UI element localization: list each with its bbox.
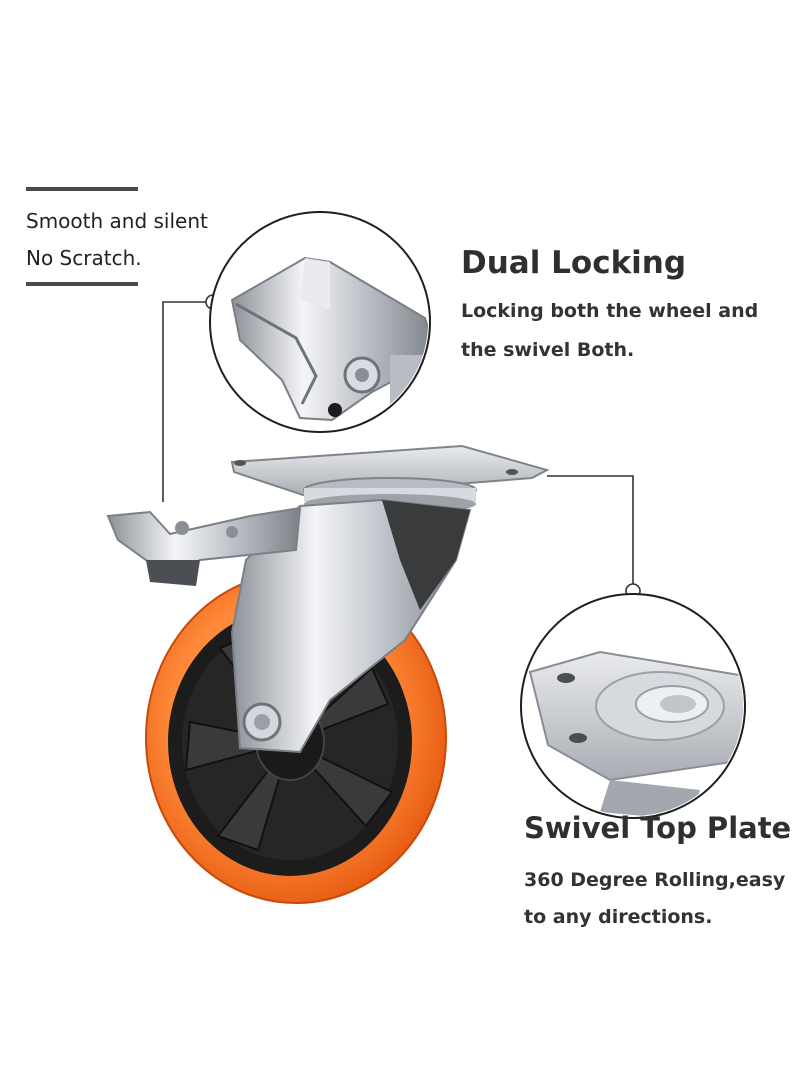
callout-line-no-scratch: No Scratch. — [26, 246, 142, 270]
feature-title-swivel-top-plate: Swivel Top Plate — [524, 811, 792, 845]
swivel-plate-inset — [520, 593, 746, 819]
lock-closeup-inset — [209, 211, 431, 433]
feature-desc-locking-line2: the swivel Both. — [461, 339, 635, 361]
callout-bottom-rule — [26, 282, 138, 286]
callout-line-smooth: Smooth and silent — [26, 209, 208, 233]
callout-top-rule — [26, 187, 138, 191]
feature-desc-locking-line1: Locking both the wheel and — [461, 300, 759, 322]
connector-lines — [162, 301, 634, 591]
feature-title-dual-locking: Dual Locking — [461, 245, 687, 281]
feature-desc-swivel-line1: 360 Degree Rolling,easy — [524, 869, 786, 891]
feature-desc-swivel-line2: to any directions. — [524, 906, 713, 928]
main-caster — [106, 444, 550, 904]
